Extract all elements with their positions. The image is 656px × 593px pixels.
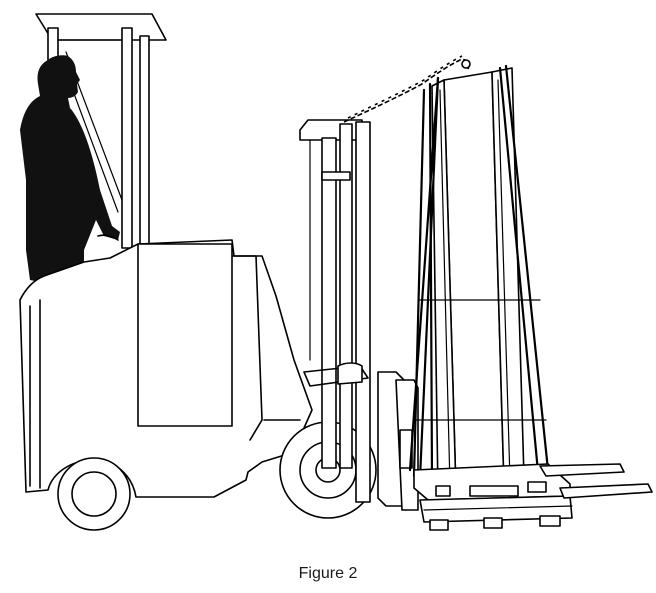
lifting-chain	[343, 55, 471, 123]
forklift-illustration	[19, 13, 653, 531]
figure-caption: Figure 2	[298, 565, 358, 582]
load-a-frame	[408, 64, 550, 495]
fork-carriage	[377, 371, 419, 511]
forklift-body	[19, 234, 313, 498]
fork-tines	[539, 463, 653, 499]
pallet	[413, 463, 573, 531]
mast	[299, 119, 371, 503]
operator-silhouette	[20, 55, 120, 282]
rear-wheel	[57, 457, 131, 531]
